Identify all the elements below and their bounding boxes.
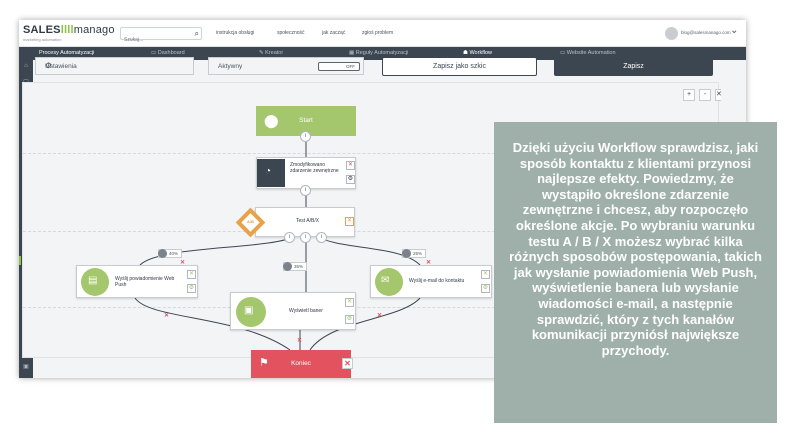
- gear-icon[interactable]: ⚙: [481, 284, 490, 293]
- tab-creator-label: Kreator: [265, 50, 284, 56]
- settings-field[interactable]: Ustawienia ⚙: [35, 57, 194, 75]
- branch-b-badge: 35%: [283, 262, 308, 271]
- branch-a-cross: ✕: [180, 260, 186, 266]
- branch-a-percent: 40%: [169, 251, 179, 256]
- banner-node[interactable]: ▣ Wyświetl baner ✕ ⚙: [230, 292, 356, 330]
- branch-c-cross: ✕: [426, 260, 432, 266]
- email-icon: [375, 268, 403, 296]
- search-input[interactable]: [121, 34, 189, 46]
- active-label: Aktywny: [218, 63, 243, 70]
- branch-c-dot-icon: [402, 249, 411, 258]
- toggle-value: OFF: [346, 64, 355, 69]
- info-text: Dzięki użyciu Workflow sprawdzisz, jaki …: [509, 140, 762, 358]
- email-node[interactable]: ✉ Wyślij e-mail do kontaktu ✕ ⚙: [370, 265, 492, 298]
- link-report-problem[interactable]: zgłoś problem: [362, 30, 394, 36]
- documents-icon[interactable]: ▣: [23, 364, 29, 370]
- tab-workflow-label: Workflow: [469, 50, 492, 56]
- search-box[interactable]: ⌕: [120, 27, 202, 46]
- end-label: Koniec: [291, 360, 311, 367]
- ab-test-icon-label: A/B: [247, 219, 254, 224]
- delete-icon[interactable]: ✕: [345, 217, 354, 226]
- connector-info-dot[interactable]: i: [300, 131, 311, 142]
- tab-creator[interactable]: ✎ Kreator: [259, 50, 284, 56]
- page-title: Procesy Automatyzacji: [39, 50, 95, 56]
- zoom-in-icon[interactable]: +: [683, 89, 695, 101]
- flag-icon: ⚑: [259, 357, 269, 369]
- branch-a-dot[interactable]: i: [284, 232, 295, 243]
- branch-c-dot[interactable]: i: [316, 232, 327, 243]
- gear-icon[interactable]: ⚙: [45, 61, 53, 70]
- logo-bars: llll: [60, 24, 74, 36]
- path-a-cross: ✕: [164, 313, 170, 319]
- link-instructions[interactable]: instrukcja obsługi: [216, 30, 255, 36]
- connector-info-dot[interactable]: i: [300, 185, 311, 196]
- chevron-down-icon[interactable]: ⌄: [730, 25, 739, 36]
- zoom-out-icon[interactable]: -: [699, 89, 711, 101]
- tab-rules[interactable]: ▦ Reguły Automatyzacji: [349, 50, 409, 56]
- logo-manago: manago: [73, 24, 115, 36]
- delete-icon[interactable]: ✕: [481, 270, 490, 279]
- save-button[interactable]: Zapisz: [554, 57, 713, 76]
- path-c-cross: ✕: [377, 313, 383, 319]
- envelope-icon: ✉: [381, 275, 390, 286]
- event-label: Zmodyfikowano zdarzenie zewnętrzne: [290, 162, 339, 174]
- delete-icon[interactable]: ✕: [342, 358, 353, 369]
- banner-icon: [236, 297, 266, 327]
- zoom-fit-icon[interactable]: ✕: [715, 89, 722, 101]
- nav-bar: Procesy Automatyzacji ▭ Dashboard ✎ Krea…: [19, 47, 746, 60]
- branch-b-dot[interactable]: i: [300, 232, 311, 243]
- branch-c-badge: 25%: [402, 249, 427, 258]
- end-node[interactable]: ⚑ Koniec: [251, 350, 351, 378]
- web-push-icon: [81, 268, 109, 296]
- grid-line: [23, 153, 720, 154]
- web-push-node[interactable]: ▤ Wyślij powiadomienie Web Push ✕ ⚙: [76, 265, 198, 298]
- avatar[interactable]: [665, 27, 678, 40]
- gear-icon[interactable]: ⚙: [345, 315, 354, 324]
- path-b-cross: ✕: [297, 338, 303, 344]
- branch-b-percent: 35%: [294, 264, 304, 269]
- event-glyph-icon: ◔: [265, 166, 272, 177]
- gear-icon[interactable]: ⚙: [346, 175, 355, 184]
- info-callout: Dzięki użyciu Workflow sprawdzisz, jaki …: [494, 122, 777, 423]
- branch-a-dot-icon: [158, 249, 167, 258]
- user-email: blog@salesmanago.com: [681, 30, 731, 35]
- top-bar: SALESllllmanago marketing automation ⌕ i…: [19, 20, 746, 47]
- delete-icon[interactable]: ✕: [346, 161, 355, 170]
- tab-website-automation[interactable]: ▭ Website Automation: [560, 50, 616, 56]
- banner-glyph-icon: ▣: [244, 305, 254, 316]
- sidebar-active-indicator: [19, 256, 21, 265]
- grid-line: [23, 231, 720, 232]
- browser-icon: ▤: [88, 275, 98, 286]
- link-getting-started[interactable]: jak zacząć: [322, 30, 346, 36]
- search-icon[interactable]: ⌕: [194, 29, 199, 38]
- email-label: Wyślij e-mail do kontaktu: [409, 278, 465, 284]
- branch-c-percent: 25%: [413, 251, 423, 256]
- save-draft-button[interactable]: Zapisz jako szkic: [382, 57, 537, 76]
- ab-test-label: Test A/B/X: [296, 218, 320, 224]
- active-toggle[interactable]: OFF: [318, 62, 360, 71]
- logo-sales: SALES: [23, 24, 61, 36]
- logo-subtitle: marketing automation: [23, 37, 62, 42]
- tab-website-automation-label: Website Automation: [566, 50, 616, 56]
- event-icon: [257, 159, 285, 187]
- banner-label: Wyświetl baner: [289, 308, 323, 314]
- tab-rules-label: Reguły Automatyzacji: [355, 50, 409, 56]
- tab-workflow[interactable]: ☗ Workflow: [463, 50, 492, 56]
- start-label: Start: [299, 117, 313, 124]
- tab-dashboard[interactable]: ▭ Dashboard: [151, 50, 185, 56]
- home-icon[interactable]: ⌂: [24, 63, 28, 69]
- delete-icon[interactable]: ✕: [345, 298, 354, 307]
- branch-b-dot-icon: [283, 262, 292, 271]
- tab-dashboard-label: Dashboard: [157, 50, 185, 56]
- gear-icon[interactable]: ⚙: [187, 284, 196, 293]
- active-field: Aktywny OFF: [208, 57, 364, 75]
- branch-a-badge: 40%: [158, 249, 183, 258]
- logo[interactable]: SALESllllmanago: [23, 24, 115, 36]
- link-community[interactable]: społeczność: [277, 30, 305, 36]
- web-push-label: Wyślij powiadomienie Web Push: [115, 276, 175, 288]
- delete-icon[interactable]: ✕: [187, 270, 196, 279]
- location-pin-icon: ⬤: [264, 113, 279, 128]
- settings-label: Ustawienia: [45, 63, 77, 70]
